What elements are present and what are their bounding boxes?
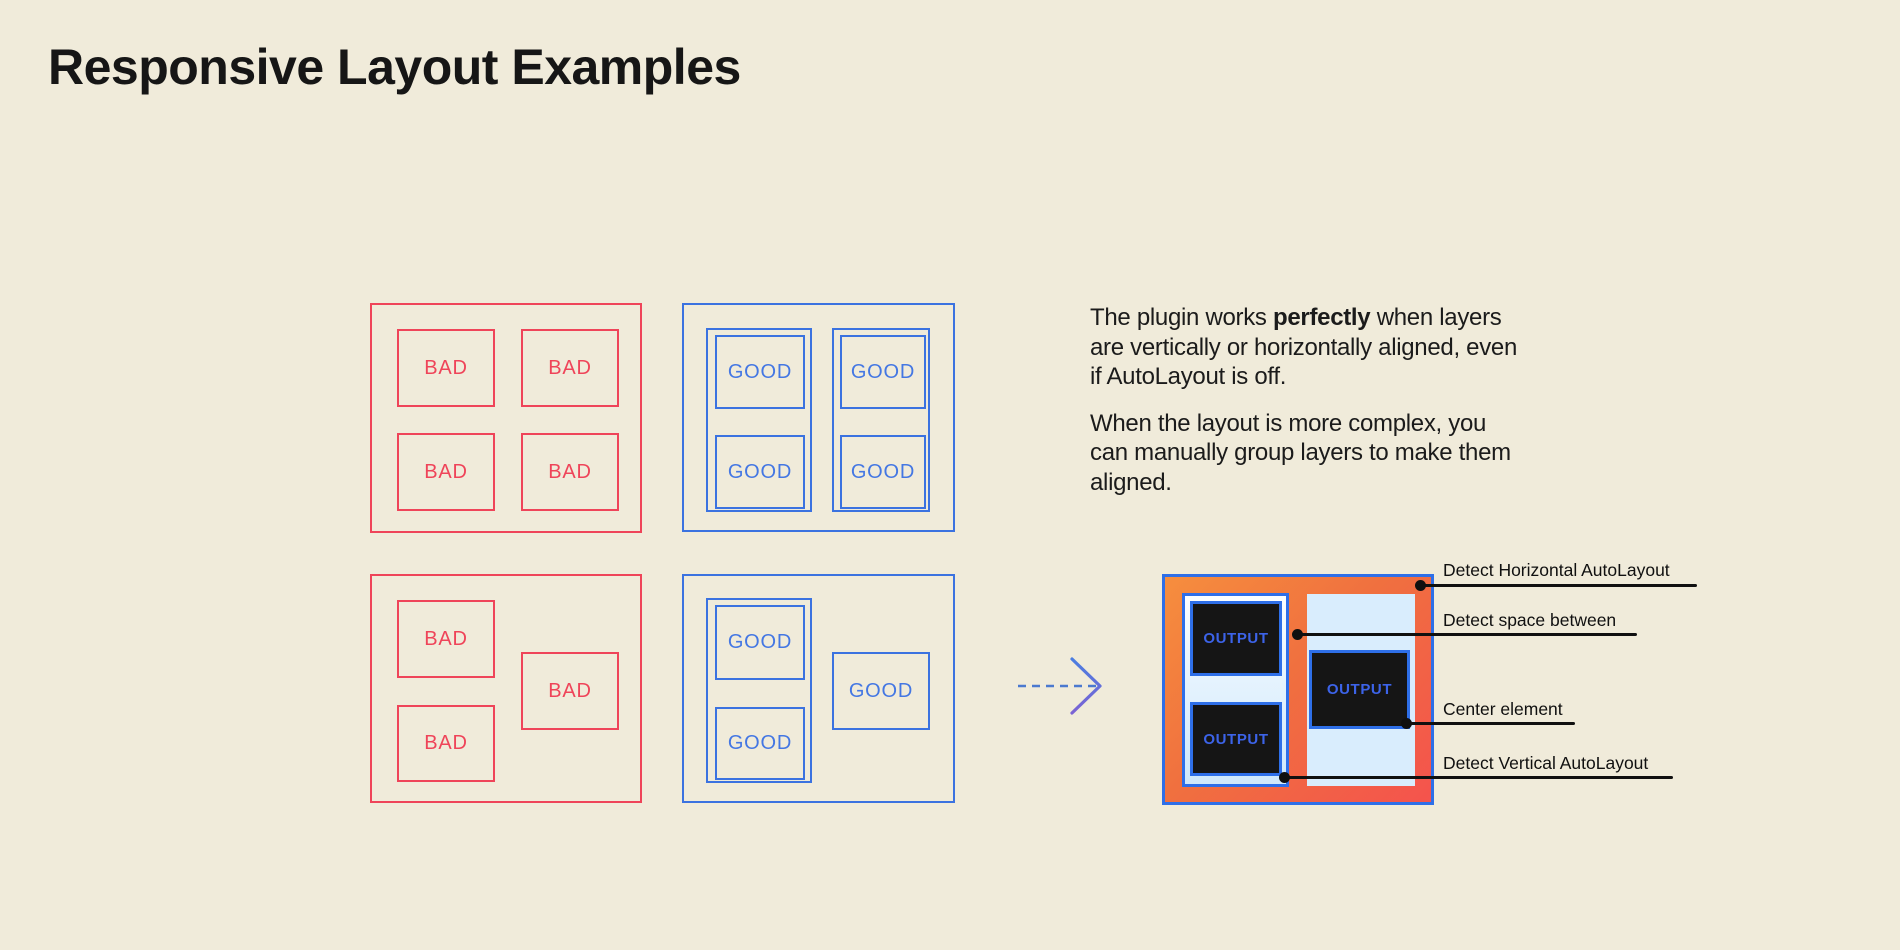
output-preview: OUTPUT OUTPUT OUTPUT: [1162, 574, 1434, 805]
panel-bad-grid: BAD BAD BAD BAD: [370, 303, 642, 533]
good-group: GOOD GOOD: [706, 598, 812, 783]
annotation-dot: [1279, 772, 1290, 783]
paragraph-1-bold: perfectly: [1273, 304, 1371, 331]
bad-box: BAD: [397, 329, 495, 407]
annotation-dot: [1415, 580, 1426, 591]
good-box: GOOD: [715, 335, 805, 409]
paragraph-1: The plugin works perfectly when layers a…: [1090, 303, 1528, 392]
paragraph-1-end: when layers are vertically or horizontal…: [1090, 304, 1518, 390]
annotation-dot: [1401, 718, 1412, 729]
output-box: OUTPUT: [1190, 601, 1282, 676]
description-text: The plugin works perfectly when layers a…: [1090, 303, 1528, 497]
paragraph-1-start: The plugin works: [1090, 304, 1273, 331]
good-box: GOOD: [715, 435, 805, 509]
bad-box: BAD: [521, 652, 619, 730]
annotation-dot: [1292, 629, 1303, 640]
panel-good-grid: GOOD GOOD GOOD GOOD: [682, 303, 955, 532]
annotation-line-horizontal-autolayout: [1420, 584, 1697, 587]
annotation-line-space-between: [1297, 633, 1637, 636]
annotation-label-vertical-autolayout: Detect Vertical AutoLayout: [1443, 753, 1649, 773]
bad-box: BAD: [397, 600, 495, 678]
output-left-panel: OUTPUT OUTPUT: [1182, 593, 1289, 787]
annotation-line-center-element: [1406, 722, 1575, 725]
annotation-line-vertical-autolayout: [1284, 776, 1673, 779]
annotation-label-center-element: Center element: [1443, 699, 1563, 719]
bad-box: BAD: [521, 329, 619, 407]
output-box: OUTPUT: [1309, 650, 1410, 729]
panel-good-grouped: GOOD GOOD GOOD: [682, 574, 955, 803]
good-box: GOOD: [840, 335, 926, 409]
arrow-right-icon: [1018, 657, 1102, 715]
bad-box: BAD: [397, 705, 495, 782]
bad-box: BAD: [397, 433, 495, 511]
annotation-label-horizontal-autolayout: Detect Horizontal AutoLayout: [1443, 560, 1670, 580]
good-box: GOOD: [832, 652, 930, 730]
paragraph-2: When the layout is more complex, you can…: [1090, 409, 1511, 496]
output-box: OUTPUT: [1190, 702, 1282, 776]
panel-bad-freeform: BAD BAD BAD: [370, 574, 642, 803]
good-group: GOOD GOOD: [706, 328, 812, 512]
good-box: GOOD: [840, 435, 926, 509]
output-right-panel: OUTPUT: [1307, 594, 1415, 786]
good-box: GOOD: [715, 707, 805, 780]
bad-box: BAD: [521, 433, 619, 511]
page-title: Responsive Layout Examples: [48, 39, 741, 95]
good-group: GOOD GOOD: [832, 328, 930, 512]
annotation-label-space-between: Detect space between: [1443, 610, 1617, 630]
good-box: GOOD: [715, 605, 805, 680]
